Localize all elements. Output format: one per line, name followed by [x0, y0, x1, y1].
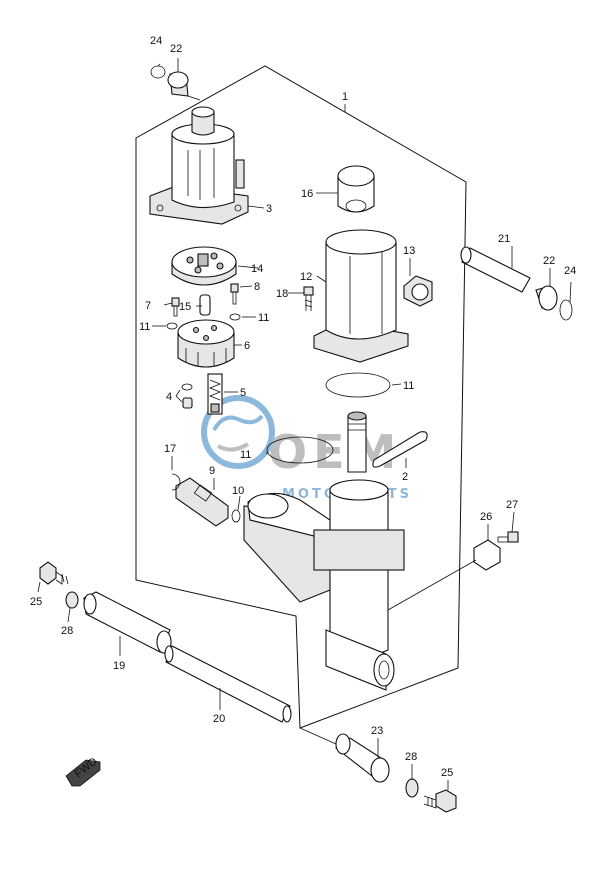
callout-9: 9 [209, 465, 215, 477]
watermark-brand: OEM [268, 425, 402, 479]
part-16-bushing [337, 165, 375, 213]
callout-28-left: 28 [61, 625, 73, 637]
part-21-shaft [460, 246, 531, 293]
callout-24-right: 24 [564, 265, 576, 277]
callout-14: 14 [251, 263, 263, 275]
part-11-oring-left [166, 322, 178, 330]
part-22-bushing-right [535, 285, 558, 311]
part-25-bolt-bottom [423, 789, 457, 813]
part-18-screw [303, 286, 314, 311]
callout-20: 20 [213, 713, 225, 725]
callout-11-left: 11 [139, 321, 150, 333]
callout-12: 12 [300, 271, 312, 283]
callout-11-right: 11 [258, 312, 269, 324]
part-19-sleeve [83, 591, 172, 654]
part-6-valve-body [177, 319, 235, 368]
callout-22-right: 22 [543, 255, 555, 267]
callout-27: 27 [506, 499, 518, 511]
callout-3: 3 [266, 203, 272, 215]
part-28-washer-left [65, 591, 79, 609]
callout-26: 26 [480, 511, 492, 523]
part-12-reservoir [313, 229, 409, 363]
callout-23: 23 [371, 725, 383, 737]
callout-6: 6 [244, 340, 250, 352]
part-15-pin [199, 294, 211, 316]
callout-11-cylinder: 11 [240, 449, 251, 461]
callout-19: 19 [113, 660, 125, 672]
part-28-washer-bottom [405, 778, 419, 798]
callout-13: 13 [403, 245, 415, 257]
part-11-oring-cylinder [266, 436, 334, 464]
callout-10: 10 [232, 485, 244, 497]
callout-17: 17 [164, 443, 176, 455]
part-5-spool-valve [207, 373, 223, 415]
part-9-manual-valve [175, 477, 229, 527]
leader-lines [37, 58, 572, 790]
callout-21: 21 [498, 233, 510, 245]
callout-labels: 1 3 16 14 13 21 22 24 12 18 7 15 8 11 11… [30, 35, 576, 779]
callout-25-bottom: 25 [441, 767, 453, 779]
callout-1: 1 [342, 91, 348, 103]
callout-22-left: 22 [170, 43, 182, 55]
part-8-screw [230, 283, 239, 305]
callout-2: 2 [402, 471, 408, 483]
part-24-ring-left [150, 65, 166, 79]
callout-28-bottom: 28 [405, 751, 417, 763]
callout-4: 4 [166, 391, 172, 403]
tilt-cylinder [243, 411, 405, 691]
part-2-clip [372, 431, 428, 468]
part-14-gear-plate [171, 246, 237, 286]
callout-15: 15 [179, 301, 191, 313]
part-3-motor [149, 106, 249, 225]
part-7-screw [171, 297, 180, 317]
assembly-frame [135, 65, 467, 729]
callout-16: 16 [301, 188, 313, 200]
part-11-oring-right [229, 313, 241, 321]
callout-8: 8 [254, 281, 260, 293]
part-26-spacer [473, 539, 501, 571]
callout-24-left: 24 [150, 35, 162, 47]
part-13-fill-plug [403, 275, 433, 307]
part-24-ring-right [559, 299, 573, 321]
callout-18: 18 [276, 288, 288, 300]
part-17-snap-ring [171, 473, 181, 491]
part-10-oring [231, 509, 241, 523]
part-4-check-valves [181, 383, 193, 409]
part-20-pin [164, 645, 292, 723]
part-25-bolt-left [39, 561, 69, 585]
fwd-arrow-icon: FWD [65, 755, 101, 787]
part-22-bushing-left [167, 71, 189, 97]
callout-5: 5 [240, 387, 246, 399]
part-27-bolt [497, 531, 519, 543]
part-23-bushing [335, 733, 390, 783]
part-11-oring-tank [325, 372, 391, 398]
callout-25-left: 25 [30, 596, 42, 608]
callout-11-tank: 11 [403, 380, 414, 392]
callout-7: 7 [145, 300, 151, 312]
